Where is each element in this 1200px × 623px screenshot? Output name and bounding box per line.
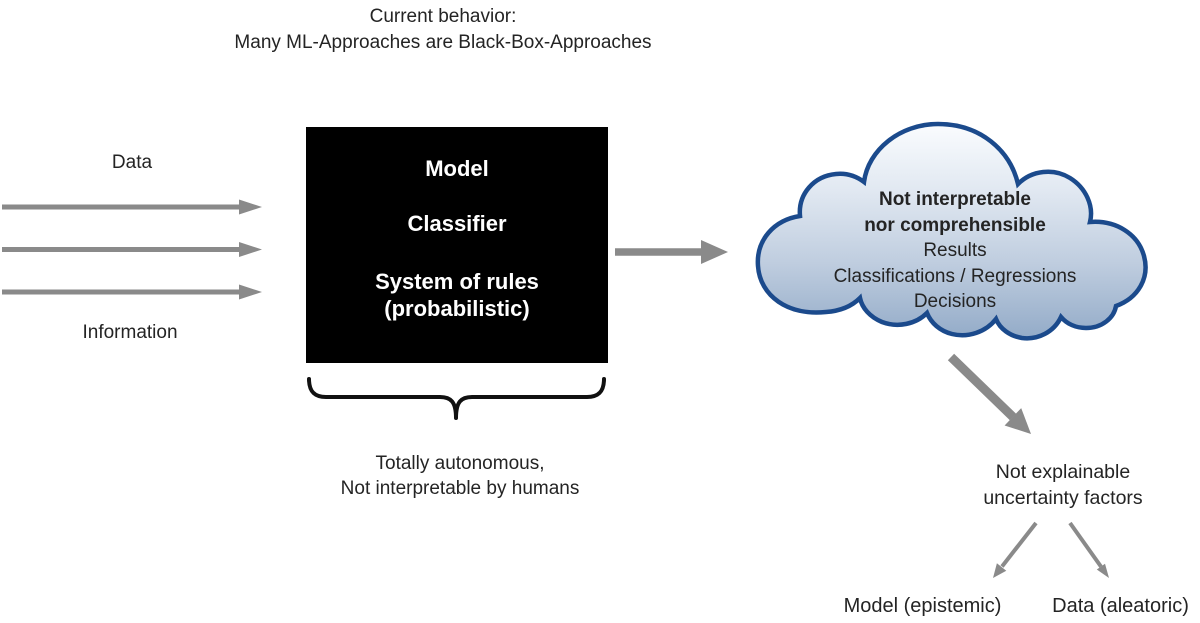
uncertainty-arrow [947, 353, 1031, 434]
flow-arrow-box-to-cloud [615, 240, 728, 264]
label-data-aleatoric: Data (aleatoric) [1052, 595, 1189, 617]
cloud-text-regular: Results Classifications / Regressions De… [833, 240, 1077, 312]
input-arrow-2 [2, 242, 262, 257]
brace-caption: Totally autonomous, Not interpretable by… [340, 453, 580, 499]
cloud-shape-icon [755, 121, 1148, 341]
diagram-title: Current behavior: Many ML-Approaches are… [234, 6, 652, 53]
black-box: Model Classifier System of rules (probab… [306, 127, 608, 363]
label-model-epistemic: Model (epistemic) [843, 595, 1002, 617]
cloud-text: Not interpretable nor comprehensible Res… [790, 187, 1120, 315]
uncertainty-label: Not explainable uncertainty factors [983, 461, 1143, 509]
input-arrow-1 [2, 199, 262, 215]
black-box-line-classifier: Classifier [407, 211, 507, 236]
cloud-text-bold: Not interpretable nor comprehensible [864, 189, 1046, 236]
input-label-data: Data [111, 152, 153, 173]
branch-arrow-right [1068, 521, 1109, 578]
input-arrow-3 [2, 284, 262, 300]
branch-arrow-left [993, 521, 1038, 578]
black-box-line-system-of-rules: System of rules (probabilistic) [375, 269, 539, 321]
underbrace-icon [307, 377, 606, 420]
black-box-line-model: Model [425, 156, 489, 181]
input-label-information: Information [82, 322, 178, 343]
